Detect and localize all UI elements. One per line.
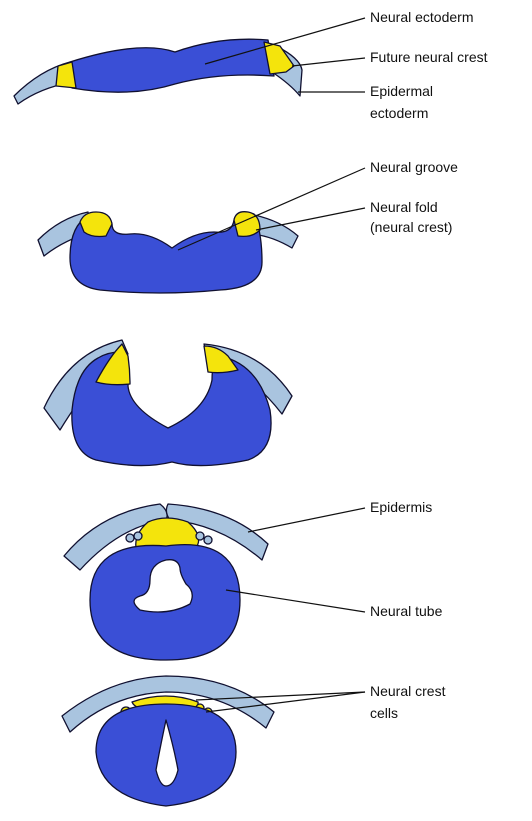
stage2-neural-fold-left: [80, 212, 112, 237]
label-neural-fold-line2: (neural crest): [370, 219, 452, 235]
stage-2-neural-groove: [38, 212, 298, 293]
stage4-crest-cell: [204, 536, 212, 544]
stage4-neural-tube: [90, 545, 240, 660]
label-neural-crest-cells-line2: cells: [370, 705, 398, 721]
stage1-future-neural-crest-left: [56, 62, 76, 88]
leader-neural-tube: [226, 590, 365, 612]
label-future-neural-crest: Future neural crest: [370, 49, 488, 65]
stage3-neural-body: [72, 352, 271, 466]
label-neural-ectoderm: Neural ectoderm: [370, 9, 474, 25]
leader-neural-fold: [256, 208, 365, 230]
stage4-crest-cell: [126, 534, 134, 542]
stage1-neural-ectoderm: [70, 39, 274, 92]
leader-epidermis: [248, 508, 365, 532]
label-epidermis: Epidermis: [370, 499, 432, 515]
stage4-crest-cell: [134, 532, 142, 540]
label-neural-crest-cells-line1: Neural crest: [370, 683, 446, 699]
labels: Neural ectoderm Future neural crest Epid…: [370, 9, 488, 721]
leader-future-neural-crest: [292, 58, 365, 66]
stage4-crest-cell: [196, 532, 204, 540]
label-neural-tube: Neural tube: [370, 603, 443, 619]
label-neural-fold-line1: Neural fold: [370, 199, 438, 215]
stage-3-elevating-folds: [44, 340, 292, 466]
label-neural-groove: Neural groove: [370, 159, 458, 175]
stage-4-tube-closing: [64, 504, 268, 660]
stage5-neural-tube: [96, 704, 236, 806]
label-epidermal-ectoderm-line2: ectoderm: [370, 105, 428, 121]
label-epidermal-ectoderm-line1: Epidermal: [370, 83, 433, 99]
stage-5-neural-crest-migration: [62, 676, 274, 806]
